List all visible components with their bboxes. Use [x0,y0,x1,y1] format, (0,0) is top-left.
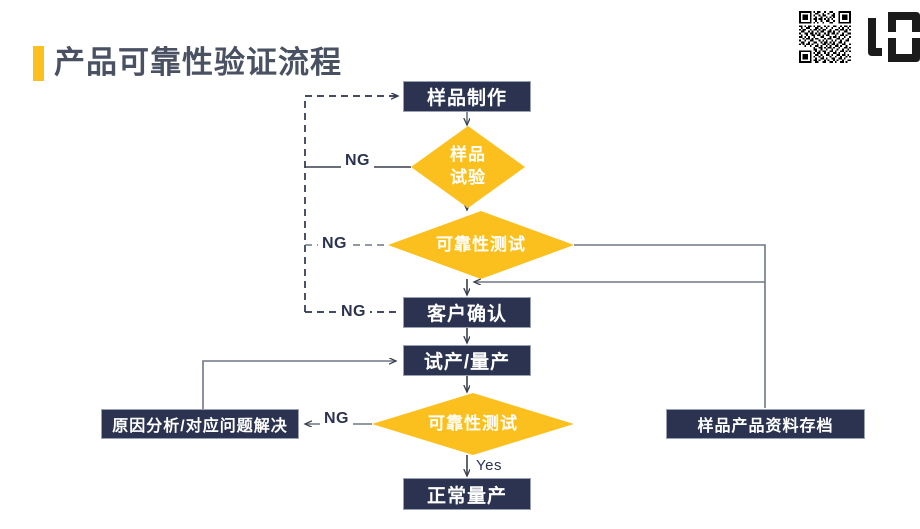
edge-root-cause-to-trial-mass [202,361,396,409]
node-sample-test[interactable]: 样品 试验 [411,126,525,208]
node-sample-making-label: 样品制作 [426,88,507,109]
page-title: 产品可靠性验证流程 [54,45,342,80]
node-sample-test-label: 样品 试验 [450,144,486,190]
node-reliability-test-1[interactable]: 可靠性测试 [388,211,574,279]
node-trial-mass-production[interactable]: 试产/量产 [403,345,531,376]
node-normal-mass-production-label: 正常量产 [426,485,507,507]
edge-label-ng-4: NG [320,410,353,428]
node-root-cause-analysis-label: 原因分析/对应问题解决 [112,418,288,435]
edge-reliability-1-to-archive [574,244,766,408]
node-root-cause-analysis[interactable]: 原因分析/对应问题解决 [101,409,299,439]
company-logo-icon [868,12,920,62]
node-sample-archive-label: 样品产品资料存档 [697,418,834,435]
node-sample-making[interactable]: 样品制作 [403,81,531,112]
edge-label-ng-2: NG [318,235,351,253]
node-customer-confirm[interactable]: 客户确认 [403,297,531,328]
node-sample-archive[interactable]: 样品产品资料存档 [666,409,865,439]
edge-label-yes: Yes [472,457,506,474]
node-sample-test-label-line1: 样品 [450,145,486,165]
edge-ng-feedback-trunk [304,96,398,312]
edge-label-ng-3: NG [337,303,370,321]
qr-code-icon [799,11,851,63]
node-trial-mass-production-label: 试产/量产 [423,352,511,373]
title-accent-bar [33,46,44,81]
node-normal-mass-production[interactable]: 正常量产 [403,478,531,510]
node-reliability-test-1-label: 可靠性测试 [436,234,526,254]
node-reliability-test-2[interactable]: 可靠性测试 [372,393,574,455]
brand-cluster [799,8,920,66]
node-reliability-test-2-label: 可靠性测试 [428,413,518,433]
node-sample-test-label-line2: 试验 [450,168,486,187]
node-customer-confirm-label: 客户确认 [426,304,507,325]
edge-label-ng-1: NG [341,152,374,170]
